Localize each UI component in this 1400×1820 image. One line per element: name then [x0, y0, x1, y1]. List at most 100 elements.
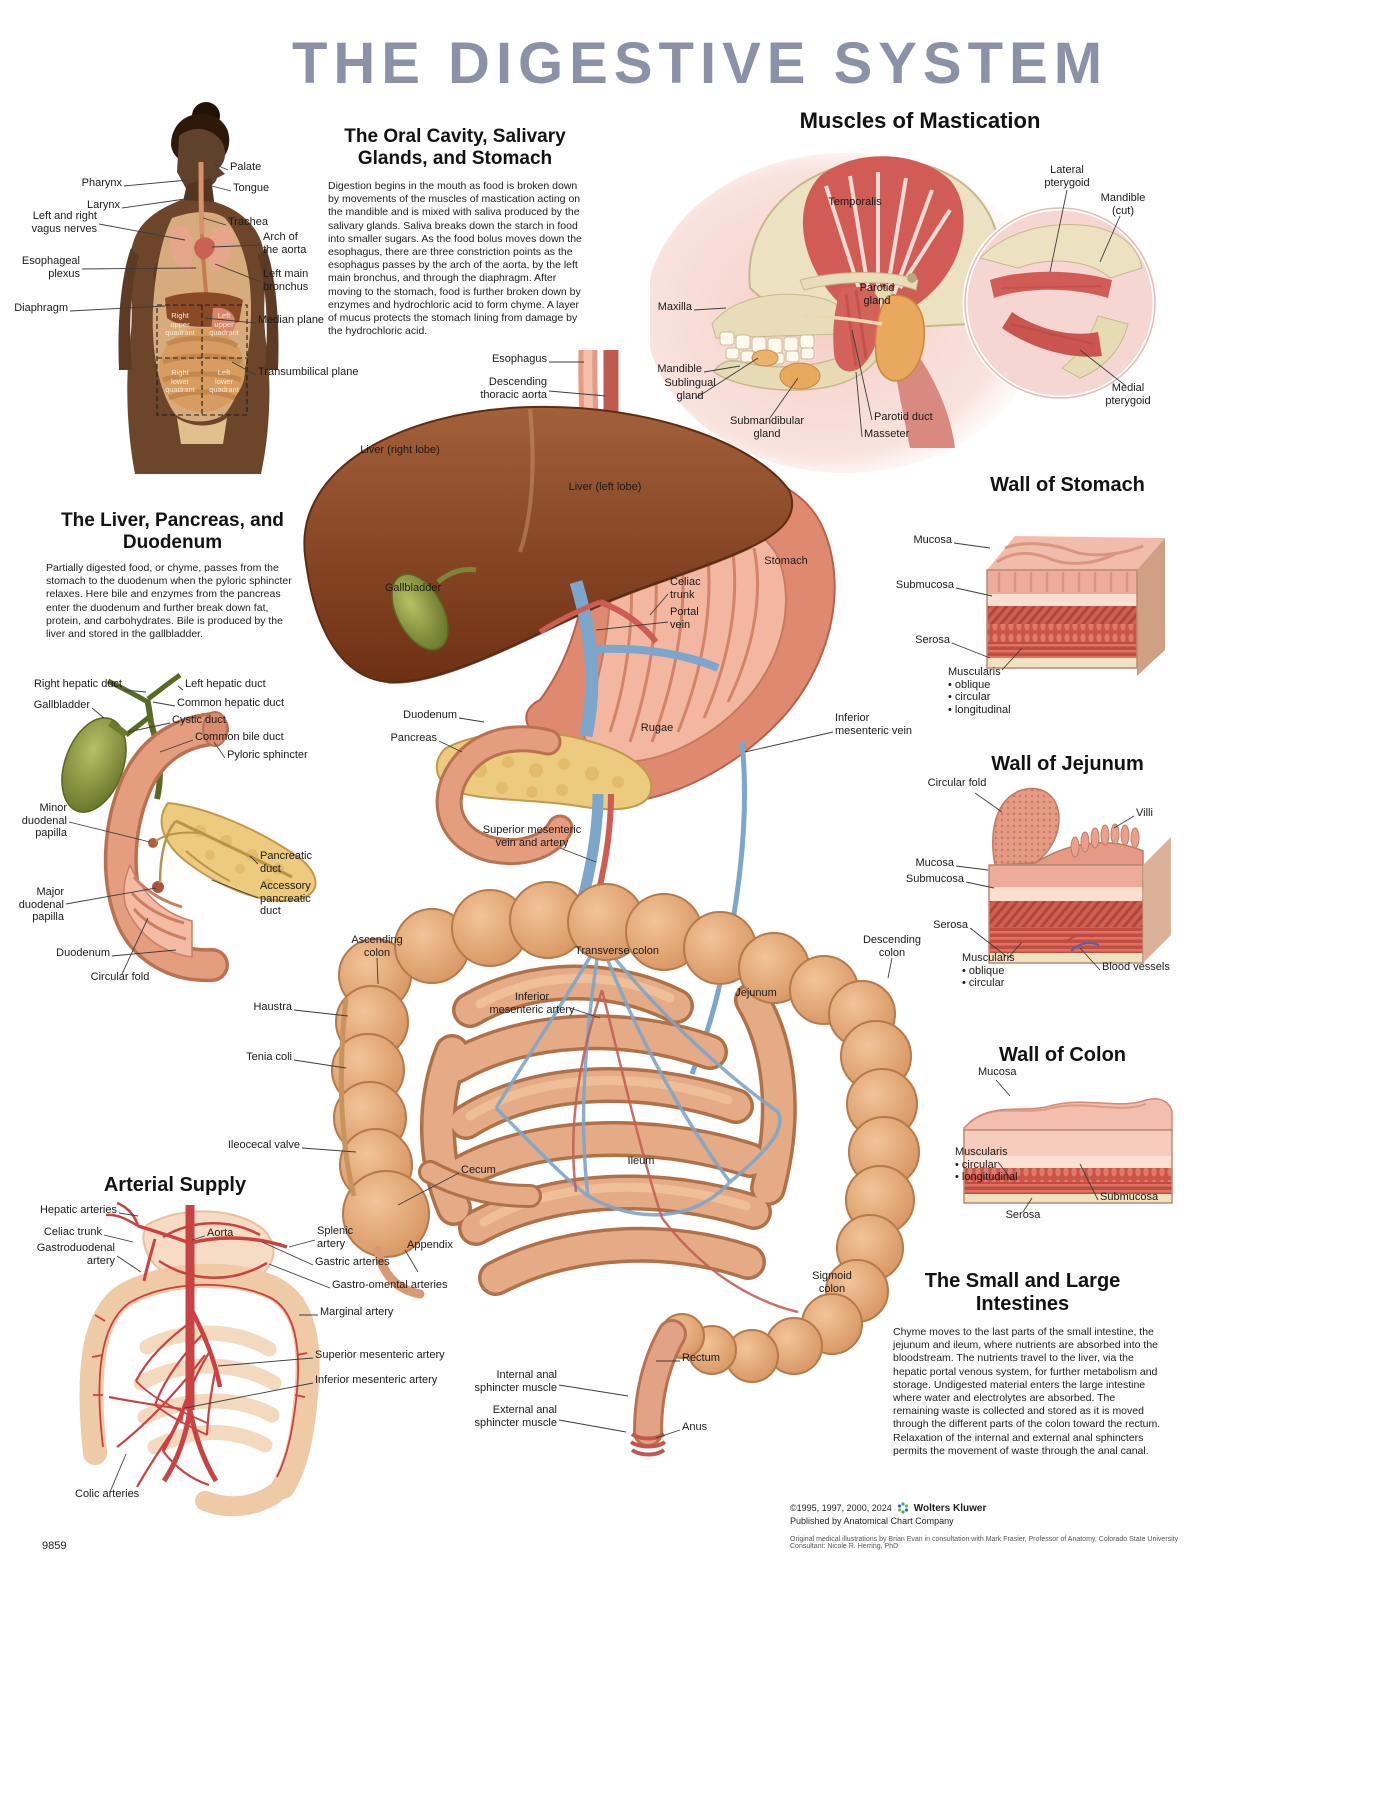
- portal-vein: [569, 580, 599, 738]
- label-duodenum-9: Accessory pancreatic duct: [260, 880, 311, 917]
- colon-mucosa-surface: [963, 1098, 1173, 1131]
- parotid-duct: [801, 314, 883, 326]
- central-digestive-illustration: [303, 350, 920, 1457]
- label-figure-5: Left and right vagus nerves: [31, 210, 97, 235]
- label-central-17: Haustra: [253, 1001, 292, 1013]
- jejunum-serosa-layer: [989, 953, 1143, 963]
- label-arterial-0: Hepatic arteries: [39, 1204, 117, 1216]
- label-arterial-9: Inferior mesenteric artery: [315, 1374, 438, 1386]
- label-central-20: Ileocecal valve: [227, 1139, 300, 1151]
- label-arterial-4: Splenic artery: [317, 1225, 354, 1250]
- label-wall_colon-0: Mucosa: [978, 1066, 1017, 1078]
- label-mastication-0: Temporalis: [828, 196, 882, 208]
- label-central-16: Jejunum: [735, 987, 777, 999]
- label-central-24: Sigmoid colon: [812, 1270, 852, 1295]
- label-arterial-6: Gastro-omental arteries: [332, 1279, 448, 1291]
- jejunum-circular-fold: [992, 787, 1060, 866]
- colon-serosa-layer: [964, 1194, 1172, 1203]
- colon-longitudinal-muscle: [964, 1182, 1172, 1194]
- stomach-submucosa-layer: [987, 594, 1137, 606]
- label-central-12: Superior mesenteric vein and artery: [482, 824, 582, 849]
- left-hepatic-duct: [146, 672, 182, 701]
- label-central-2: Liver (right lobe): [360, 444, 440, 456]
- wolters-kluwer-logo: [897, 1502, 908, 1514]
- head: [177, 129, 226, 194]
- label-mastication-3: Maxilla: [657, 301, 692, 313]
- item-number: 9859: [42, 1540, 67, 1552]
- heading-intestines: The Small and Large Intestines: [924, 1270, 1121, 1315]
- label-central-11: Inferior mesenteric vein: [835, 712, 913, 737]
- pancreatic-duct: [175, 819, 293, 879]
- colon-circular-muscle: [964, 1168, 1172, 1182]
- label-duodenum-6: Pyloric sphincter: [227, 749, 308, 761]
- paragraph-intestines: Chyme moves to the last parts of the sma…: [893, 1326, 1161, 1457]
- celiac-trunk: [598, 599, 659, 644]
- ghost-colon: [79, 1263, 320, 1499]
- label-figure-14: Right lower quadrant: [165, 368, 195, 394]
- jejunum-mucosa-layer: [989, 865, 1143, 887]
- label-figure-1: Tongue: [233, 182, 270, 194]
- heading-liver-pancreas: The Liver, Pancreas, and Duodenum: [61, 510, 284, 553]
- label-duodenum-11: Duodenum: [56, 947, 110, 959]
- label-figure-6: Arch of the aorta: [263, 231, 307, 256]
- tenia-coli: [338, 997, 357, 1197]
- label-wall_stomach-2: Serosa: [915, 634, 950, 646]
- label-central-6: Celiac trunk: [670, 576, 701, 601]
- colon-mucosa-layer: [964, 1130, 1172, 1156]
- label-duodenum-8: Pancreatic duct: [260, 850, 312, 875]
- wall-of-stomach-illustration: [986, 536, 1165, 676]
- label-wall_jejunum-5: Muscularis • oblique • circular: [962, 952, 1015, 989]
- label-mastication-4: Mandible: [657, 363, 702, 375]
- label-central-1: Descending thoracic aorta: [480, 376, 547, 401]
- small-intestine: [423, 968, 794, 1293]
- heading-wall-stomach: Wall of Stomach: [990, 474, 1145, 496]
- label-central-19: Tenia coli: [246, 1051, 292, 1063]
- common-hepatic-duct: [144, 698, 154, 724]
- label-wall_stomach-0: Mucosa: [913, 534, 952, 546]
- label-arterial-1: Celiac trunk: [43, 1226, 102, 1238]
- inferior-mesenteric-vein: [689, 741, 747, 1075]
- label-wall_stomach-1: Submucosa: [895, 579, 954, 591]
- gallbladder-detail: [61, 717, 127, 813]
- trachea-esophagus: [198, 161, 205, 235]
- label-wall_jejunum-1: Villi: [1136, 807, 1153, 819]
- colon: [331, 881, 920, 1383]
- label-mastication-6: Submandibular gland: [730, 415, 804, 440]
- label-mastication-8: Parotid duct: [874, 411, 933, 423]
- accessory-pancreatic-duct: [155, 831, 201, 842]
- label-figure-3: Larynx: [86, 199, 120, 211]
- cystic-duct: [124, 715, 151, 737]
- label-central-27: External anal sphincter muscle: [474, 1404, 557, 1429]
- credits-line-1: Original medical illustrations by Brian …: [790, 1536, 1179, 1543]
- label-central-10: Rugae: [640, 722, 674, 734]
- copyright-text: ©1995, 1997, 2000, 2024: [790, 1503, 892, 1513]
- heading-oral-cavity: The Oral Cavity, Salivary Glands, and St…: [344, 126, 566, 169]
- rectum: [636, 1322, 684, 1444]
- label-wall_colon-3: Serosa: [1005, 1209, 1041, 1221]
- label-central-14: Transverse colon: [575, 945, 659, 957]
- label-wall_jejunum-3: Submucosa: [905, 873, 964, 885]
- label-mastication-10: Medial pterygoid: [1105, 382, 1151, 407]
- label-arterial-5: Gastric arteries: [315, 1256, 390, 1268]
- label-figure-10: Median plane: [258, 314, 325, 326]
- duodenum: [438, 728, 571, 862]
- label-mastication-1: Lateral pterygoid: [1044, 164, 1090, 189]
- label-central-21: Cecum: [461, 1164, 496, 1176]
- label-arterial-3: Aorta: [207, 1227, 234, 1239]
- artery-branches: [91, 1201, 308, 1488]
- label-central-22: Ileum: [627, 1155, 655, 1167]
- label-central-4: Stomach: [764, 555, 808, 567]
- label-wall_colon-2: Submucosa: [1100, 1191, 1159, 1203]
- label-duodenum-1: Left hepatic duct: [185, 678, 266, 690]
- label-figure-9: Diaphragm: [14, 302, 68, 314]
- label-duodenum-0: Right hepatic duct: [33, 678, 122, 690]
- label-wall_colon-1: Muscularis • circular • longitudinal: [955, 1146, 1018, 1183]
- label-central-3: Liver (left lobe): [568, 481, 642, 493]
- minor-duodenal-papilla: [148, 838, 158, 848]
- colon-submucosa-layer: [964, 1156, 1172, 1168]
- paragraph-liver-pancreas: Partially digested food, or chyme, passe…: [46, 562, 292, 641]
- label-figure-8: Esophageal plexus: [21, 255, 80, 280]
- heading-wall-jejunum: Wall of Jejunum: [991, 753, 1144, 775]
- stomach-oblique-muscle: [987, 606, 1137, 624]
